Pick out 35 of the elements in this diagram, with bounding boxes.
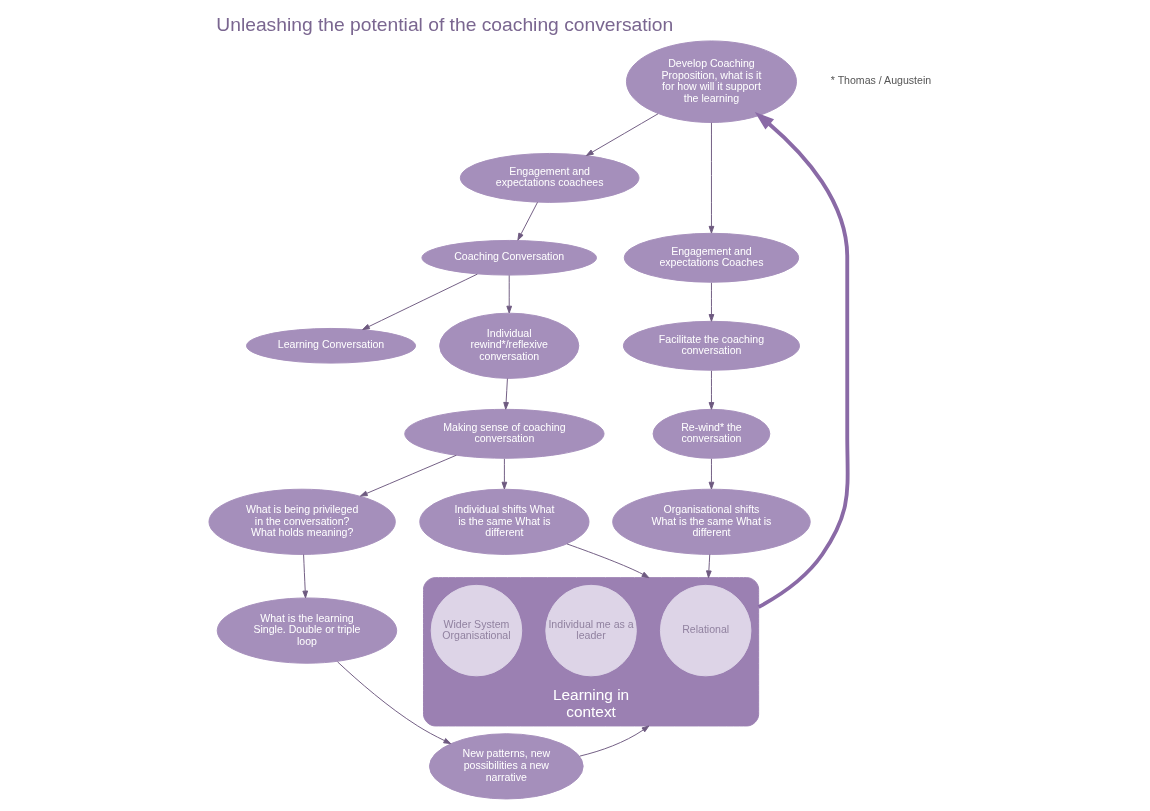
- arrow: [754, 112, 850, 609]
- arrow: [708, 370, 715, 410]
- node-circle: Individual me as a leader: [545, 584, 637, 677]
- arrow: [501, 458, 508, 490]
- arrow: [362, 273, 478, 331]
- arrow: [708, 282, 715, 322]
- arrow: [359, 454, 457, 497]
- arrow: [503, 378, 509, 410]
- arrow: [706, 554, 712, 579]
- label: * Thomas / Augustein: [830, 74, 932, 87]
- node-ellipse: What is the learning Single. Double or triple loop: [216, 597, 398, 664]
- node-ellipse: Engagement and expectations coachees: [459, 152, 640, 203]
- arrow: [337, 661, 452, 745]
- node-circle: Relational: [659, 584, 752, 677]
- node-ellipse: Engagement and expectations Coaches: [623, 232, 800, 283]
- node-circle: Wider System Organisational: [430, 584, 523, 677]
- node-ellipse: Learning Conversation: [246, 327, 417, 364]
- node-ellipse: Develop Coaching Proposition, what is it for how will it support the learning: [625, 40, 797, 123]
- node-ellipse: Facilitate the coaching conversation: [622, 320, 800, 371]
- node-ellipse: Making sense of coaching conversation: [404, 408, 605, 459]
- node-ellipse: Coaching Conversation: [421, 239, 597, 276]
- arrow: [506, 274, 513, 314]
- node-ellipse: Individual shifts What is the same What is different: [419, 488, 590, 555]
- node-ellipse: Individual rewind*/reflexive conversation: [439, 312, 580, 379]
- arrow: [517, 201, 538, 241]
- arrow: [302, 554, 309, 599]
- arrow: [566, 543, 650, 579]
- arrow: [585, 113, 659, 156]
- arrow: [708, 458, 715, 490]
- node-ellipse: Organisational shifts What is the same What is different: [612, 488, 811, 555]
- node-ellipse: Re-wind* the conversation: [652, 408, 771, 459]
- arrow: [708, 122, 715, 234]
- node-ellipse: New patterns, new possibilities a new narrative: [428, 733, 584, 800]
- arrow: [579, 725, 650, 757]
- diagram-title: Unleashing the potential of the coaching conversation: [216, 14, 674, 36]
